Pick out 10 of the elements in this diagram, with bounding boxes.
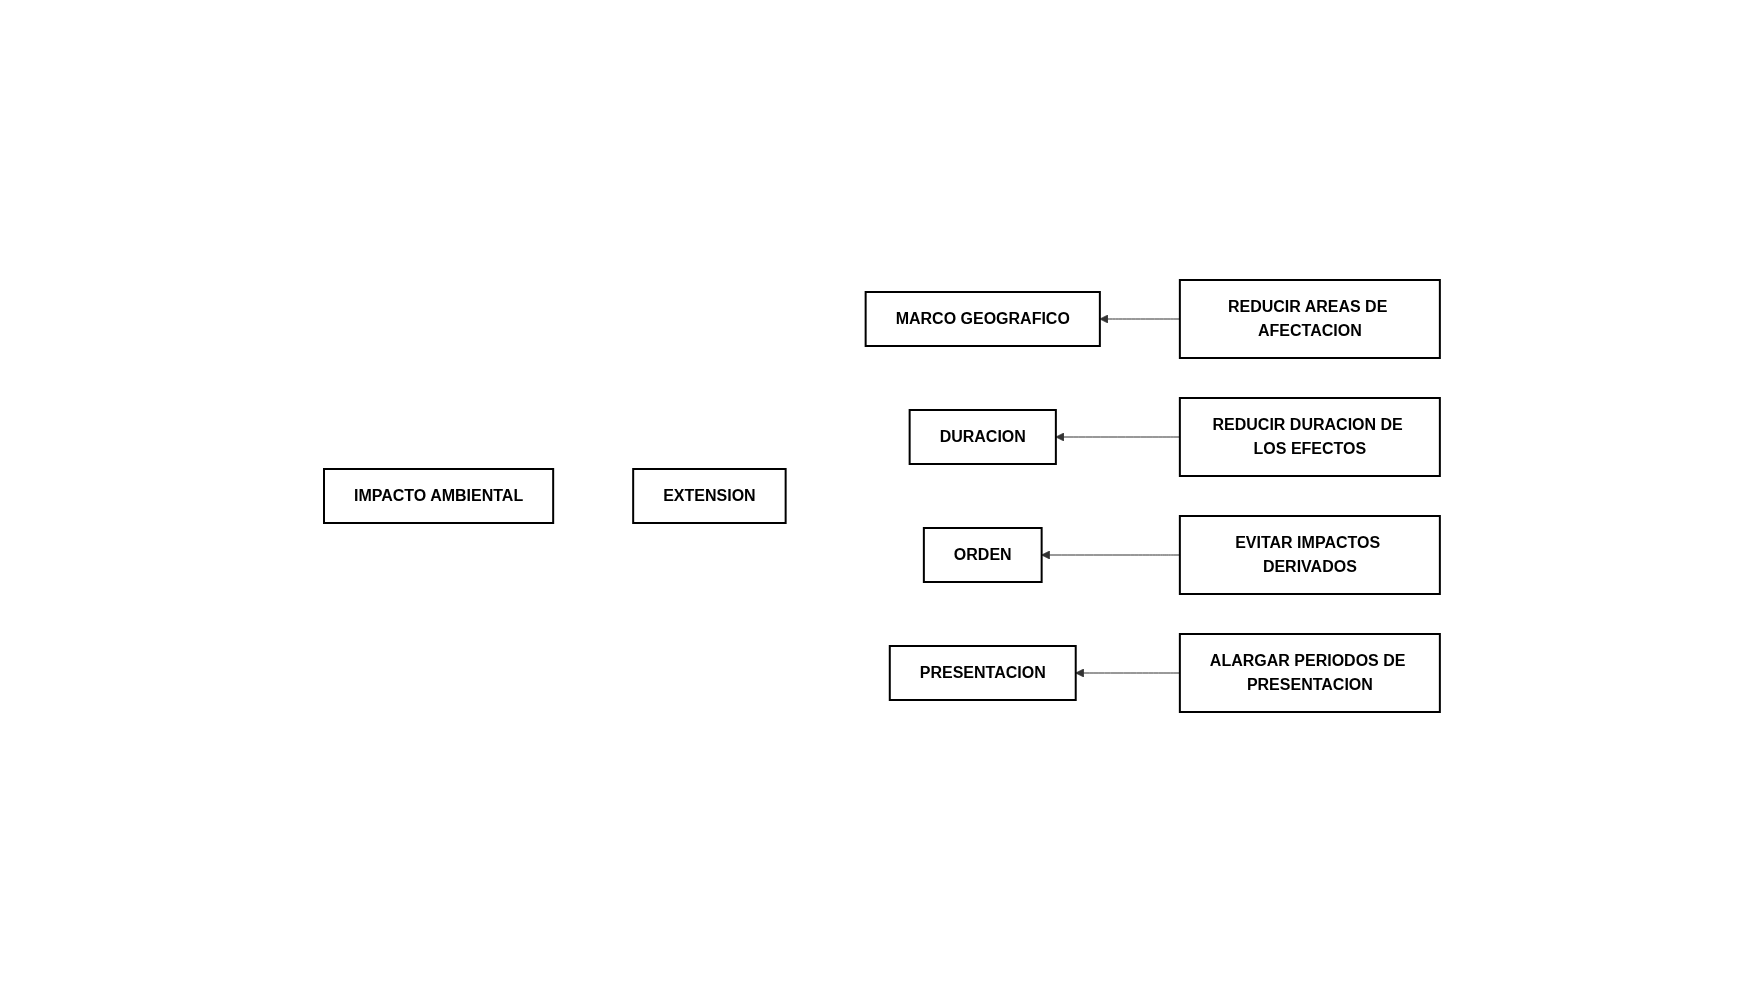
node-box: MARCO GEOGRAFICO bbox=[864, 290, 1101, 347]
node-box: REDUCIR AREAS DE AFECTACION bbox=[1178, 278, 1441, 359]
node-box: EVITAR IMPACTOS DERIVADOS bbox=[1178, 514, 1441, 595]
node-box: REDUCIR DURACION DE LOS EFECTOS bbox=[1178, 396, 1441, 477]
node-box: EXTENSION bbox=[632, 467, 787, 524]
node-box: DURACION bbox=[908, 408, 1057, 465]
node-box: PRESENTACION bbox=[888, 644, 1077, 701]
node-box: IMPACTO AMBIENTAL bbox=[323, 467, 555, 524]
node-box: ALARGAR PERIODOS DE PRESENTACION bbox=[1178, 632, 1441, 713]
node-box: ORDEN bbox=[922, 526, 1043, 583]
